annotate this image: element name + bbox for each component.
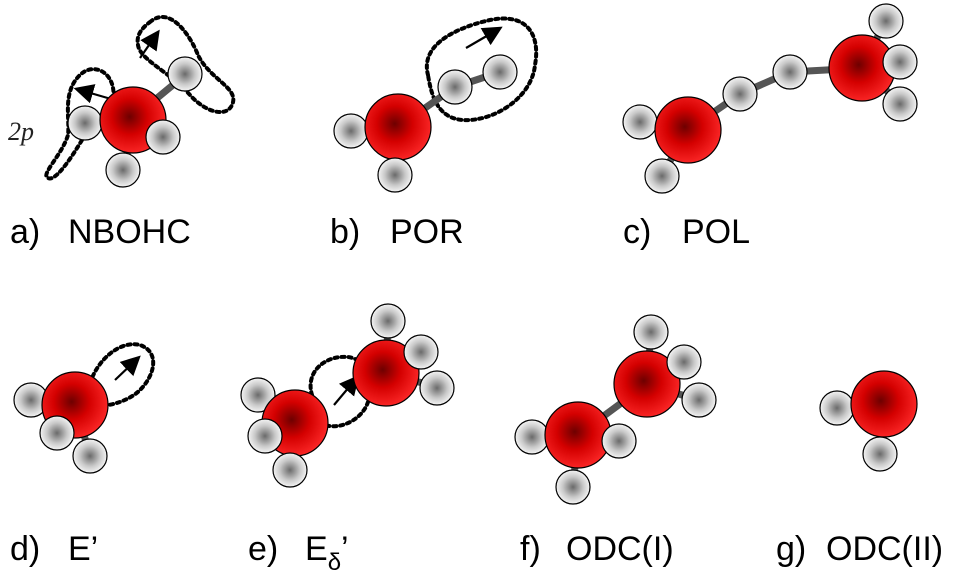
panel-e-name-prime: ’ [341,530,349,568]
white-atom [819,390,855,426]
white-atom [772,54,808,90]
white-atom [419,370,455,406]
white-atom [145,119,181,155]
oxygen-atom [654,96,722,164]
panel-g-name: ODC(II) [826,530,943,568]
white-atom [272,452,308,488]
white-atom [882,44,918,80]
white-atom [39,415,75,451]
panel-f-odc-i: f) ODC(I) [514,314,717,568]
white-atom [644,158,680,194]
white-atom [377,157,413,193]
arrow-icon [333,374,360,406]
panel-b-por: b) POR [330,16,539,251]
panel-c-letter: c) [623,213,651,251]
panel-d-e-prime: d) E’ [10,342,156,568]
arrow-icon [139,29,160,59]
panel-b-name: POR [390,213,464,251]
white-atom [868,3,904,39]
panel-e-name-subscript: δ [328,549,341,572]
arrow-icon [114,355,141,381]
white-atom [666,344,702,380]
white-atom [240,377,276,413]
white-atom [622,104,658,140]
panel-e-e-delta-prime: e) Eδ’ [240,303,455,572]
white-atom [601,423,637,459]
oxygen-atom [613,350,681,418]
oxygen-atom [364,93,432,161]
panel-c-pol: c) POL [622,3,918,251]
white-atom [72,438,108,474]
panel-a-name: NBOHC [68,213,191,251]
panel-g-odc-ii: g) ODC(II) [776,370,943,568]
panel-f-name: ODC(I) [566,530,674,568]
panel-b-letter: b) [330,213,360,251]
panel-e-name-base: E [305,530,328,568]
white-atom [437,69,473,105]
dotted-orbital-loop [424,16,539,123]
white-atom [247,418,283,454]
white-atom [882,86,918,122]
white-atom [167,56,203,92]
arrow-icon [465,26,503,49]
oxygen-atom [544,401,612,469]
white-atom [370,303,406,339]
white-atom [482,54,518,90]
white-atom [681,382,717,418]
panel-a-nbohc: 2p a) NBOHC [8,15,236,251]
white-atom [722,76,758,112]
oxygen-atom [850,370,918,438]
orbital-note: 2p [8,117,34,146]
panel-f-letter: f) [520,530,541,568]
white-atom [333,113,369,149]
oxygen-atom [352,339,420,407]
panel-c-name: POL [682,213,750,251]
white-atom [105,152,141,188]
white-atom [67,105,103,141]
panel-a-letter: a) [10,213,40,251]
white-atom [555,469,591,505]
white-atom [633,314,669,350]
panel-d-letter: d) [10,530,40,568]
white-atom [862,436,898,472]
panel-e-letter: e) [248,530,278,568]
white-atom [403,334,439,370]
panel-g-letter: g) [776,530,806,568]
panel-e-name: Eδ’ [305,530,349,572]
panel-d-name: E’ [68,530,98,568]
white-atom [514,419,550,455]
